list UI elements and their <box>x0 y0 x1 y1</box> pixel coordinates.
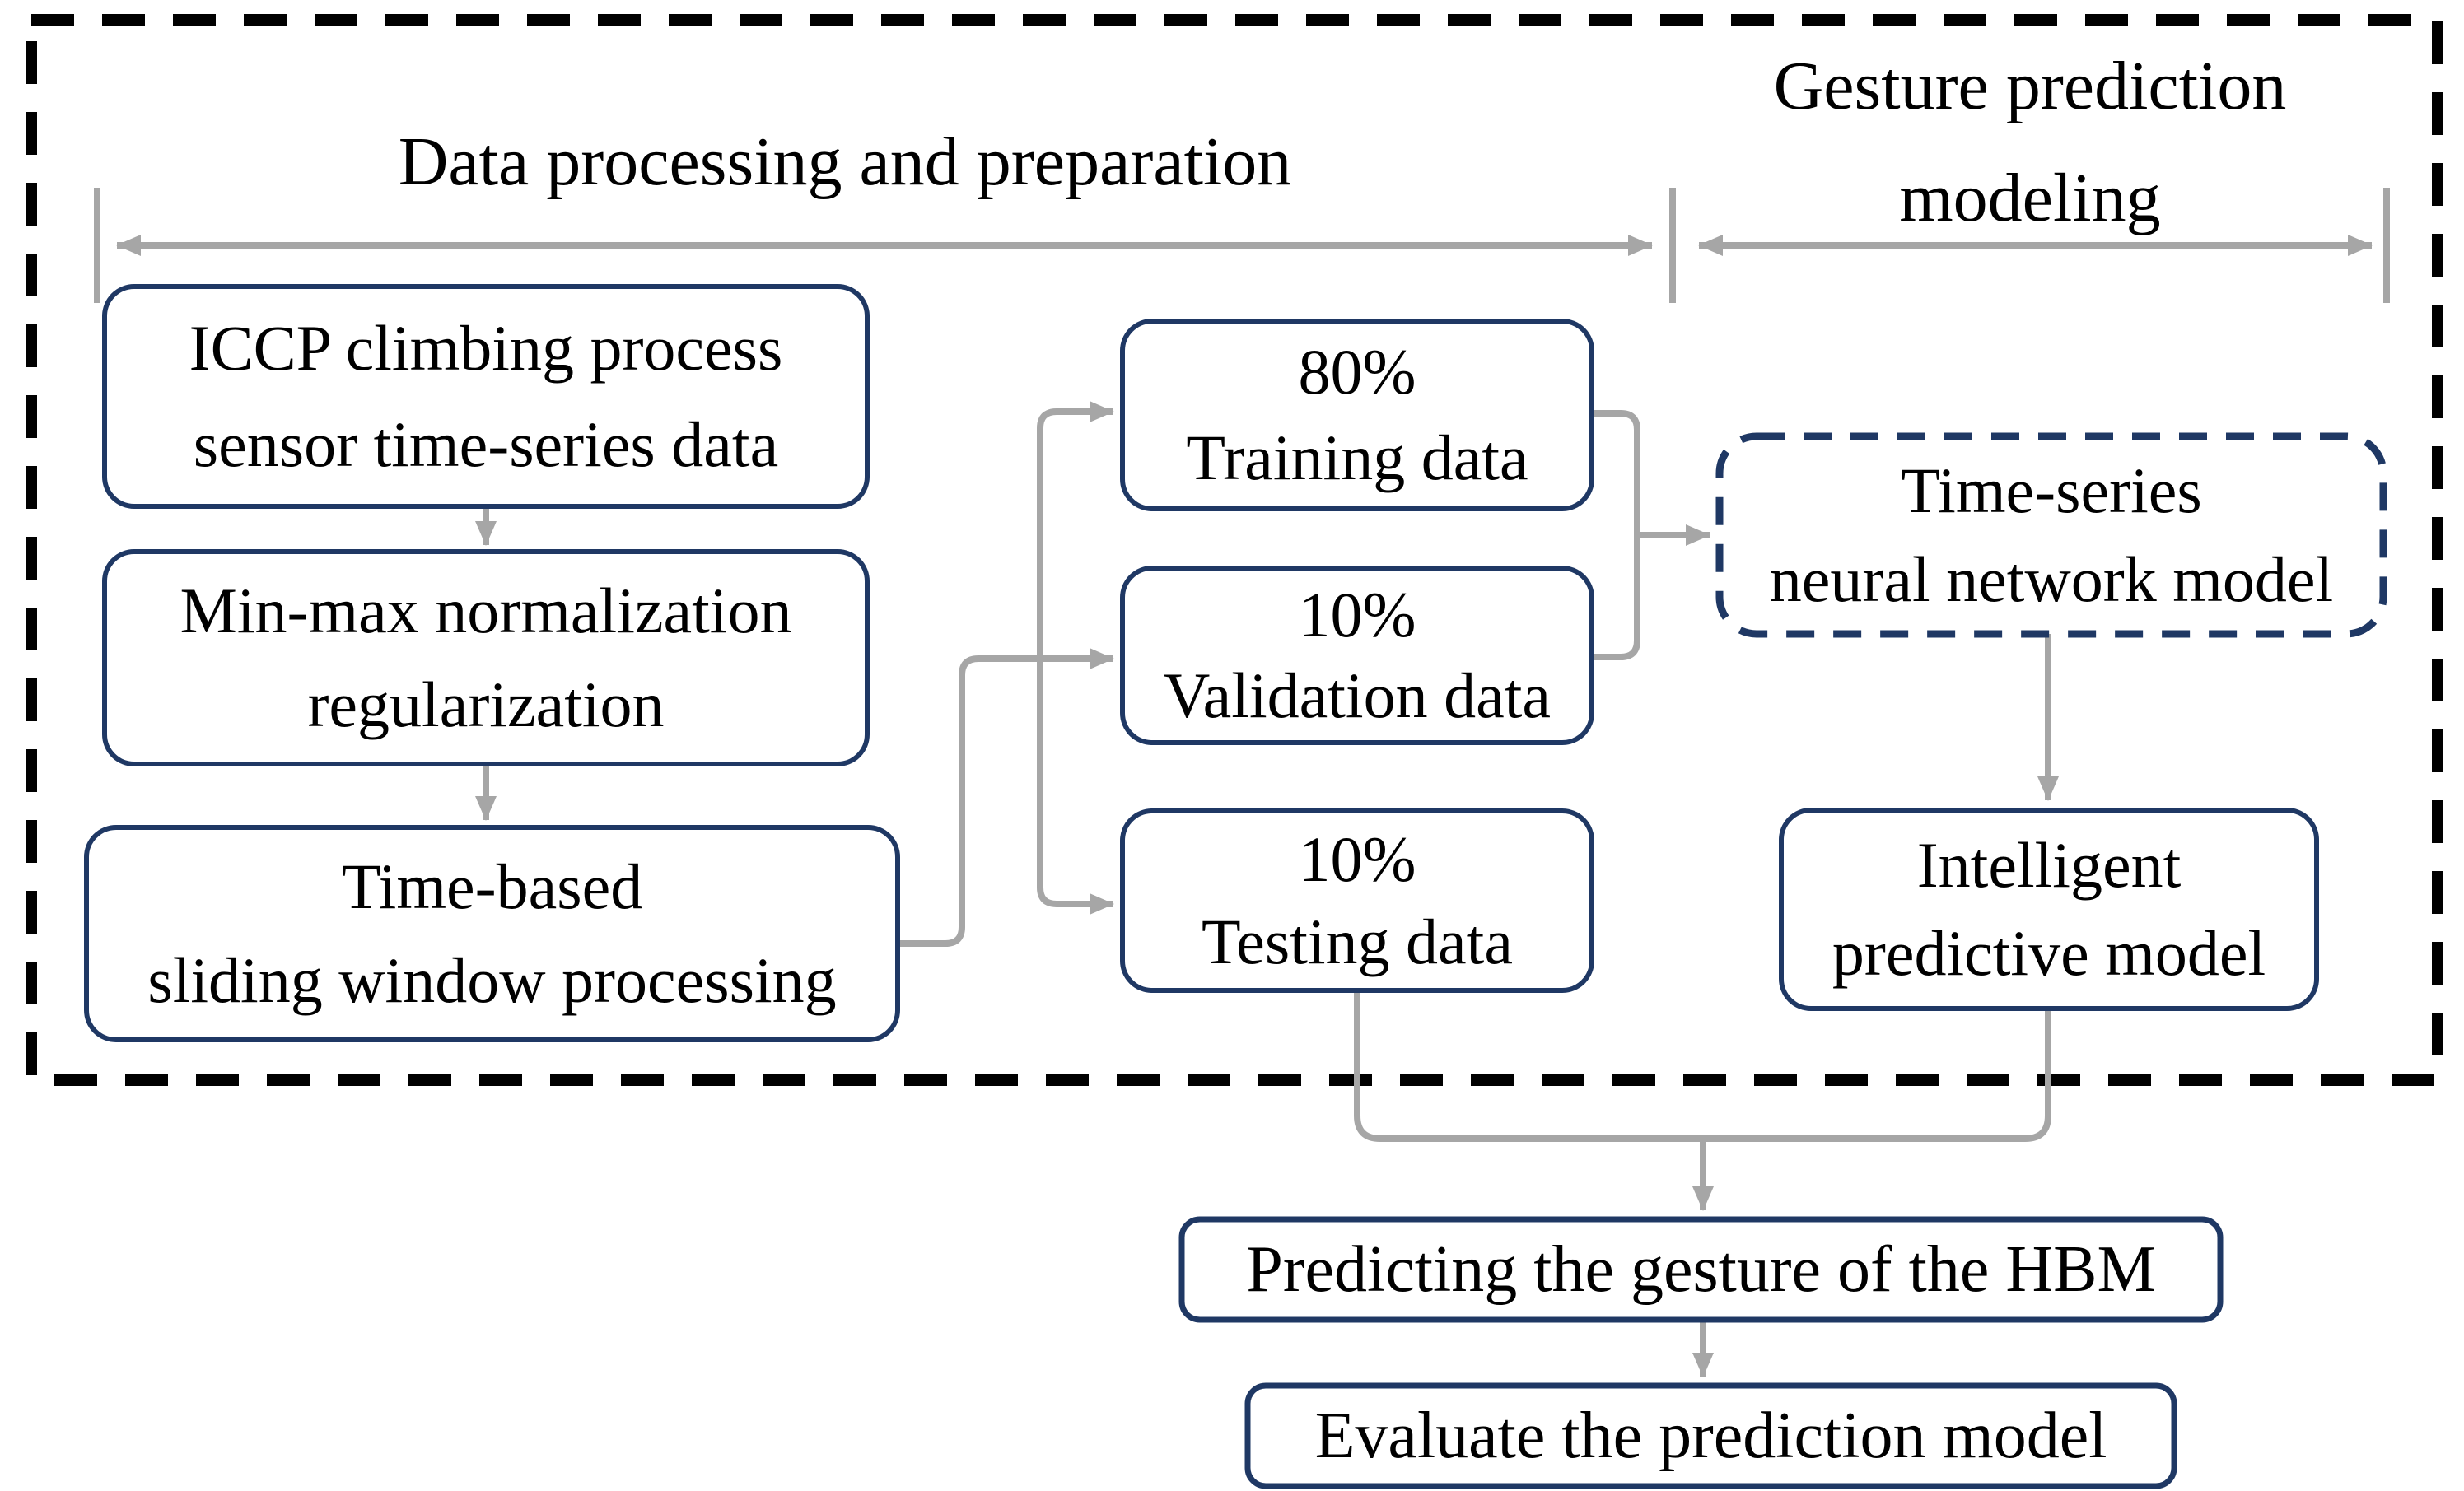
minmax-box: Min-max normalization regularization <box>105 552 867 764</box>
predicting-box: Predicting the gesture of the HBM <box>1182 1219 2220 1320</box>
sliding-window-box: Time-based sliding window processing <box>86 827 898 1040</box>
minmax-line2: regularization <box>307 668 665 740</box>
training-label: Training data <box>1186 421 1528 493</box>
gesture-header-line1: Gesture prediction <box>1773 48 2287 124</box>
intelligent-box-shape <box>1779 808 2319 1011</box>
predicting-box-shape <box>1178 1216 2224 1323</box>
training-data-box: 80% Training data <box>1122 321 1592 509</box>
validation-percent: 10% <box>1298 579 1416 651</box>
intelligent-line2: predictive model <box>1832 917 2266 990</box>
testing-percent: 10% <box>1298 823 1416 896</box>
bracket-training-validation <box>1592 410 1640 660</box>
minmax-line1: Min-max normalization <box>180 575 792 647</box>
validation-data-box: 10% Validation data <box>1122 568 1592 743</box>
nn-model-dashed-box-shape <box>1715 432 2387 638</box>
testing-box-shape <box>1120 808 1594 993</box>
intelligent-model-box: Intelligent predictive model <box>1781 810 2317 1009</box>
evaluate-label: Evaluate the prediction model <box>1314 1400 2107 1472</box>
iccp-box: ICCP climbing process sensor time-series… <box>105 287 867 506</box>
testing-data-box: 10% Testing data <box>1122 811 1592 990</box>
validation-label: Validation data <box>1163 659 1552 732</box>
training-box-shape <box>1120 319 1594 511</box>
validation-box-shape <box>1120 566 1594 745</box>
section-header-data-processing: Data processing and preparation <box>268 122 1421 202</box>
connector-split-training-testing <box>1037 401 1114 915</box>
sliding-line1: Time-based <box>341 850 643 923</box>
section-header-gesture-modeling: Gesture prediction modeling <box>1680 52 2380 233</box>
training-percent: 80% <box>1298 336 1416 408</box>
nn-model-box: Time-series neural network model <box>1720 436 2383 634</box>
minmax-box-shape <box>102 549 870 766</box>
nn-model-line2: neural network model <box>1769 543 2334 615</box>
connector-sliding-to-validation <box>898 648 1114 947</box>
evaluate-box-shape <box>1244 1382 2177 1489</box>
gesture-header-line2: modeling <box>1899 160 2161 236</box>
outer-dashed-frame <box>26 14 2443 1086</box>
sliding-line2: sliding window processing <box>147 944 837 1016</box>
evaluate-box: Evaluate the prediction model <box>1248 1386 2174 1486</box>
sliding-box-shape <box>84 825 900 1042</box>
nn-model-line1: Time-series <box>1901 454 2202 527</box>
section-header-data-processing-label: Data processing and preparation <box>398 123 1292 200</box>
testing-label: Testing data <box>1202 906 1513 978</box>
iccp-box-shape <box>102 284 870 509</box>
predicting-label: Predicting the gesture of the HBM <box>1246 1233 2156 1306</box>
iccp-line2: sensor time-series data <box>193 408 779 480</box>
intelligent-line1: Intelligent <box>1916 828 2182 901</box>
iccp-line1: ICCP climbing process <box>189 312 783 384</box>
connector-merge-testing-intelligent <box>1354 990 2051 1142</box>
